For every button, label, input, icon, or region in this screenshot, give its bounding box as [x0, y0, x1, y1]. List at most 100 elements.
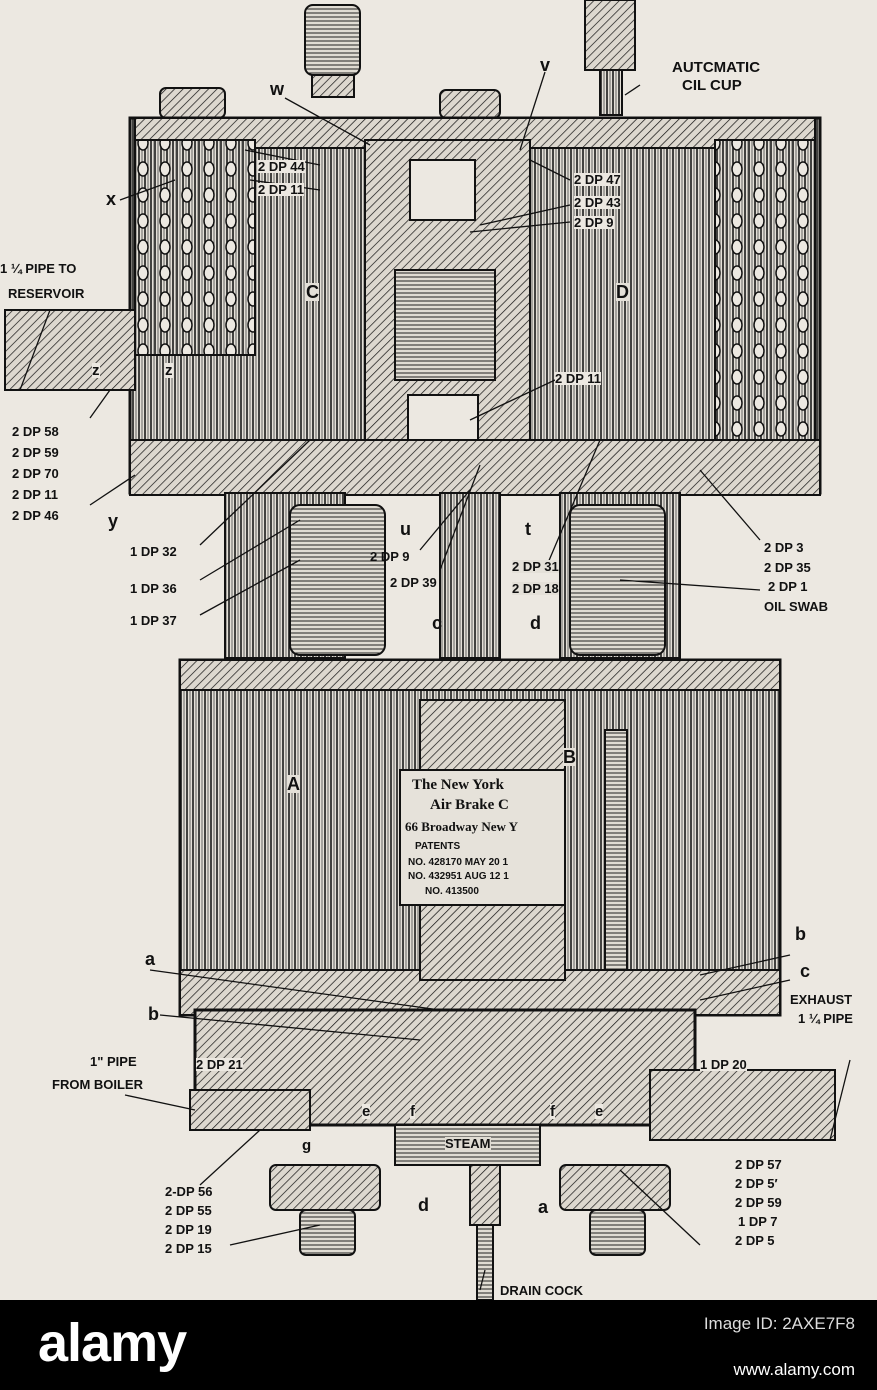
oil-cup [584, 0, 636, 116]
label-1dp32: 1 DP 32 [130, 544, 177, 559]
bottom-cap-right [559, 1164, 671, 1211]
label-a-bottom: a [538, 1197, 549, 1217]
label-v: v [540, 55, 551, 75]
label-2dp5: 2 DP 5 [735, 1233, 775, 1248]
label-t: t [525, 519, 531, 539]
label-2dp11-mid: 2 DP 11 [555, 371, 602, 386]
label-2dp5x: 2 DP 5′ [735, 1176, 778, 1191]
top-nut-left [159, 87, 226, 119]
label-exhaust-1: EXHAUST [790, 992, 853, 1007]
label-2dp47: 2 DP 47 [574, 172, 621, 187]
label-drain-cock: DRAIN COCK [500, 1283, 584, 1298]
label-z1: z [92, 362, 100, 379]
label-y: y [108, 511, 119, 531]
label-2dp57: 2 DP 57 [735, 1157, 782, 1172]
label-c-right: c [800, 961, 811, 981]
label-2dp21: 2 DP 21 [196, 1057, 243, 1072]
label-e-right: e [595, 1103, 604, 1120]
upper-valve [409, 159, 476, 221]
label-steam: STEAM [445, 1136, 491, 1151]
drain-cock [469, 1164, 501, 1300]
intake-strainer-left [134, 139, 256, 356]
label-cylinder-d: D [616, 282, 629, 302]
label-a-left: a [145, 949, 156, 969]
plate-line-5: NO. 428170 MAY 20 1 [408, 857, 509, 868]
name-plate [399, 769, 566, 906]
label-c-top: c [432, 613, 443, 633]
alamy-logo: alamy [38, 1313, 187, 1373]
label-1dp36: 1 DP 36 [130, 581, 177, 596]
label-2dp11-left: 2 DP 11 [12, 487, 59, 502]
label-1dp7: 1 DP 7 [738, 1214, 778, 1229]
label-2dp35: 2 DP 35 [764, 560, 811, 575]
label-2dp70: 2 DP 70 [12, 466, 59, 481]
label-2dp1: 2 DP 1 [768, 579, 808, 594]
label-w: w [270, 79, 285, 99]
lower-valve [407, 394, 479, 441]
site-url: www.alamy.com [733, 1360, 855, 1379]
plate-line-1: The New York [412, 777, 504, 793]
label-d-top: d [530, 613, 541, 633]
label-2dp44: 2 DP 44 [258, 159, 305, 174]
label-pipe-from-boiler-1: 1" PIPE [90, 1054, 137, 1069]
intake-strainer-right [714, 139, 816, 471]
center-column [439, 492, 501, 659]
plate-line-2: Air Brake C [430, 797, 509, 813]
boiler-pipe-fitting [189, 1089, 311, 1131]
plate-line-3: 66 Broadway New Y [405, 819, 519, 834]
label-d-bottom: d [418, 1195, 429, 1215]
leader-lines [19, 71, 851, 1291]
steam-upper-flange [179, 659, 781, 691]
label-2dp31: 2 DP 31 [512, 559, 559, 574]
label-2dp3: 2 DP 3 [764, 540, 804, 555]
label-2dp58: 2 DP 58 [12, 424, 59, 439]
exhaust-pipe-fitting [649, 1069, 836, 1141]
label-automatic-oil-cup-1: AUTCMATIC [672, 59, 761, 76]
top-nut-center [439, 89, 501, 119]
label-1dp37: 1 DP 37 [130, 613, 177, 628]
stock-footer: alamy Image ID: 2AXE7F8 www.alamy.com [0, 1300, 877, 1390]
label-b-left: b [148, 1004, 159, 1024]
plate-line-4: PATENTS [415, 841, 461, 852]
label-2dp56: 2-DP 56 [165, 1184, 213, 1199]
diagram-stage: AUTCMATIC CIL CUP v w x 2 DP 44 2 DP 1 1 … [0, 0, 877, 1300]
label-2dp11-top: 2 DP 11 [258, 182, 305, 197]
label-2dp59-left: 2 DP 59 [12, 445, 59, 460]
label-oil-swab: OIL SWAB [764, 599, 829, 614]
label-z2: z [165, 362, 173, 379]
plate-line-7: NO. 413500 [425, 886, 479, 897]
plate-line-6: NO. 432951 AUG 12 1 [408, 871, 509, 882]
pump-drawing [4, 0, 851, 1300]
label-1dp20: 1 DP 20 [700, 1057, 747, 1072]
label-exhaust-2: 1 ¼ PIPE [798, 1011, 853, 1026]
label-pipe-from-boiler-2: FROM BOILER [52, 1077, 143, 1092]
label-pipe-to-reservoir-1: 1 ¼ PIPE TO [0, 261, 77, 276]
label-2dp18: 2 DP 18 [512, 581, 559, 596]
top-cap-left [304, 4, 361, 98]
label-automatic-oil-cup-2: CIL CUP [682, 77, 742, 94]
label-b-right: b [795, 924, 806, 944]
bottom-cap-left [269, 1164, 381, 1211]
label-g: g [302, 1137, 312, 1154]
label-cylinder-b: B [563, 747, 576, 767]
label-e-left: e [362, 1103, 371, 1120]
stuffing-box-left [289, 504, 386, 656]
label-2dp59-right: 2 DP 59 [735, 1195, 782, 1210]
label-x: x [106, 189, 117, 209]
label-2dp55: 2 DP 55 [165, 1203, 212, 1218]
reversing-rod [604, 729, 628, 971]
label-2dp39: 2 DP 39 [390, 575, 437, 590]
label-u: u [400, 519, 411, 539]
label-2dp9-top: 2 DP 9 [574, 215, 614, 230]
label-cylinder-c: C [306, 282, 319, 302]
valve-spring [394, 269, 496, 381]
label-2dp15: 2 DP 15 [165, 1241, 212, 1256]
reservoir-pipe-fitting [4, 309, 136, 391]
stuffing-box-right [569, 504, 666, 656]
label-cylinder-a: A [287, 774, 300, 794]
label-pipe-to-reservoir-2: RESERVOIR [8, 286, 85, 301]
bottom-head [193, 1008, 697, 1127]
bottom-nut-left [299, 1209, 356, 1256]
label-f-right: f [550, 1103, 555, 1120]
bottom-nut-right [589, 1209, 646, 1256]
